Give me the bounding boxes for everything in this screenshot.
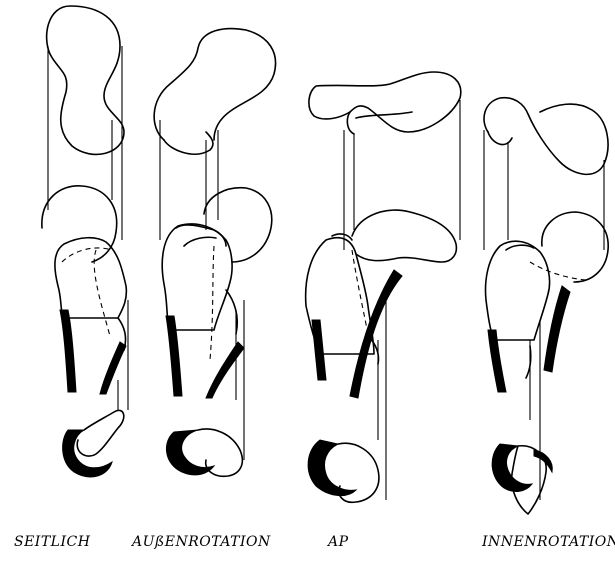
seitlich-cortex-left — [60, 310, 76, 392]
seitlich-cortex-right — [100, 342, 126, 394]
ap-femoral-head — [352, 210, 456, 262]
view-seitlich — [42, 6, 128, 477]
ap-distal-section — [308, 440, 356, 496]
aussenrotation-cortex-left — [166, 316, 182, 396]
caption-seitlich: SEITLICH — [14, 534, 90, 550]
ap-top-section — [309, 72, 461, 132]
caption-ap: AP — [328, 534, 349, 550]
caption-aussenrotation: AUßENROTATION — [132, 534, 271, 550]
view-aussenrotation — [154, 29, 275, 477]
innenrotation-femoral-head — [542, 212, 608, 282]
caption-innenrotation: INNENROTATION — [482, 534, 615, 550]
aussenrotation-top-section — [154, 29, 275, 140]
innenrotation-cortex-right — [544, 286, 570, 372]
seitlich-distal-section — [63, 430, 112, 477]
innenrotation-top-section — [484, 98, 608, 175]
ap-cortex-left — [312, 320, 326, 380]
seitlich-femur-shaft — [55, 238, 126, 318]
aussenrotation-cortex-right — [206, 342, 244, 398]
seitlich-femoral-head — [42, 186, 117, 262]
ap-cortex-right — [350, 270, 402, 398]
view-ap — [306, 72, 461, 502]
view-innenrotation — [484, 98, 608, 514]
aussenrotation-femur-shaft — [162, 224, 232, 330]
